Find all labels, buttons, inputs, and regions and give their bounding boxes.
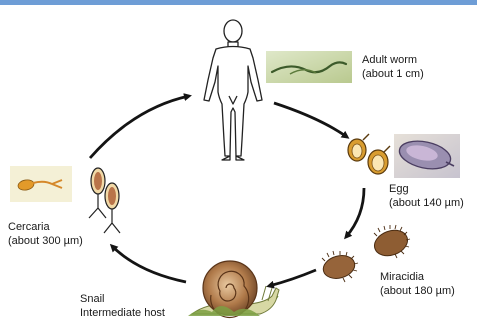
arrow-egg-to-miracidia [346,188,364,237]
human-figure-icon [204,20,262,160]
snail-name: Snail [80,292,165,306]
snail-icon [188,261,279,317]
cercaria-label: Cercaria (about 300 µm) [8,220,83,248]
cercaria-photo [10,166,72,202]
adult-worm-label: Adult worm (about 1 cm) [362,53,424,81]
miracidia-size: (about 180 µm) [380,284,455,298]
miracidia-name: Miracidia [380,270,455,284]
adult-worm-photo [266,51,352,83]
egg-label: Egg (about 140 µm) [389,182,464,210]
arrow-adult-to-egg [274,103,347,137]
cercaria-icon [89,168,120,233]
cercaria-name: Cercaria [8,220,83,234]
egg-icon [348,134,390,174]
egg-name: Egg [389,182,464,196]
egg-size: (about 140 µm) [389,196,464,210]
snail-role: Intermediate host [80,306,165,320]
arrow-snail-to-cercaria [112,246,186,282]
adult-worm-name: Adult worm [362,53,424,67]
arrow-cercaria-to-human [90,96,189,158]
cercaria-size: (about 300 µm) [8,234,83,248]
snail-label: Snail Intermediate host [80,292,165,320]
miracidia-label: Miracidia (about 180 µm) [380,270,455,298]
adult-worm-size: (about 1 cm) [362,67,424,81]
egg-photo [394,134,460,178]
arrow-miracidia-to-snail [269,270,316,286]
